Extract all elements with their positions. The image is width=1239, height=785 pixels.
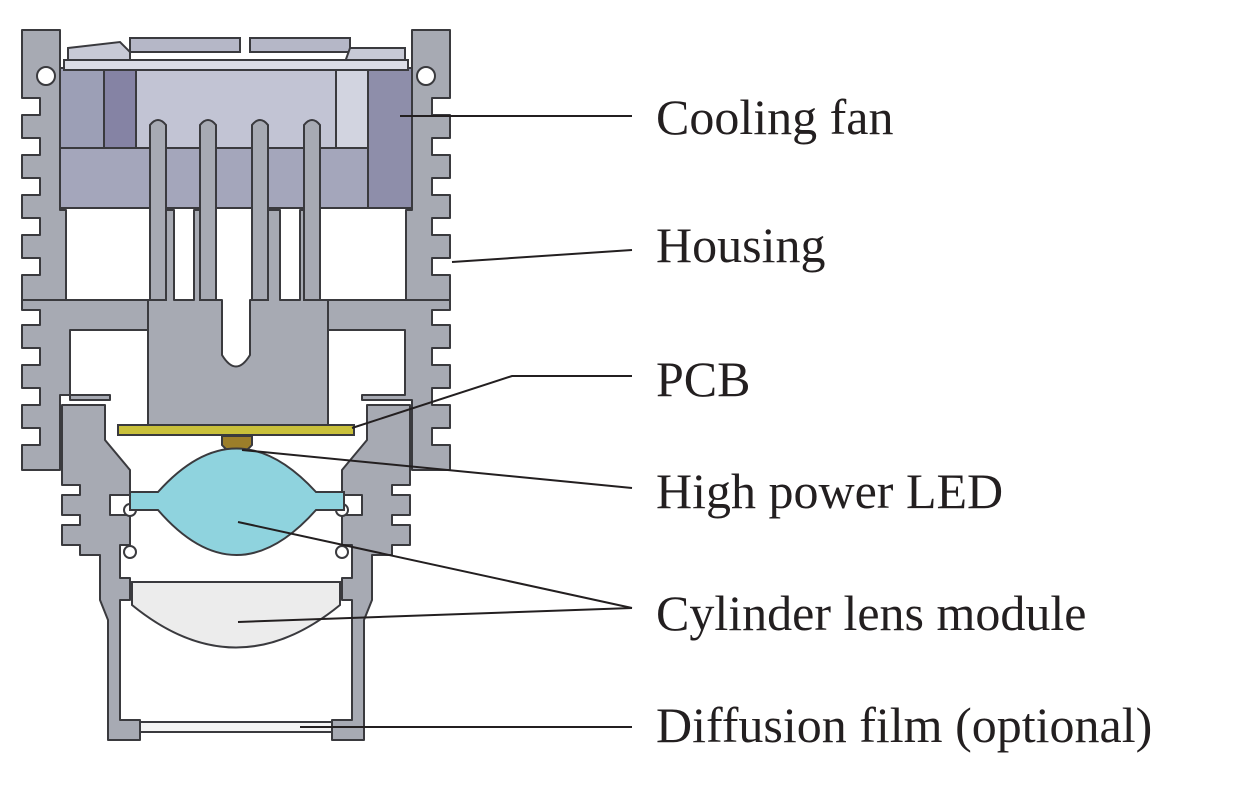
- housing-lower-left: [21, 299, 151, 471]
- housing-lower-right: [324, 299, 451, 471]
- label-cylinder-lens-module: Cylinder lens module: [656, 585, 1087, 641]
- lens-holder-right: [331, 404, 411, 741]
- leader-lines: [237, 115, 633, 728]
- leader-lens-upper: [237, 521, 633, 609]
- cooling-fan: [59, 37, 413, 209]
- pcb: [117, 424, 355, 436]
- housing: [21, 29, 451, 741]
- label-housing: Housing: [656, 217, 825, 273]
- cylinder-lens-upper: [129, 447, 345, 556]
- label-diffusion-film: Diffusion film (optional): [656, 697, 1152, 753]
- heatsink-core: [147, 209, 329, 426]
- leader-lens-lower: [237, 607, 633, 623]
- leader-pcb: [351, 375, 632, 429]
- label-cooling-fan: Cooling fan: [656, 89, 893, 145]
- cylinder-lens-lower: [131, 581, 341, 649]
- label-pcb: PCB: [656, 351, 751, 407]
- heatsink-fins: [149, 119, 321, 301]
- lens-holder-left: [61, 404, 141, 741]
- leader-housing: [451, 249, 633, 263]
- leader-led: [241, 449, 633, 489]
- label-high-power-led: High power LED: [656, 463, 1003, 519]
